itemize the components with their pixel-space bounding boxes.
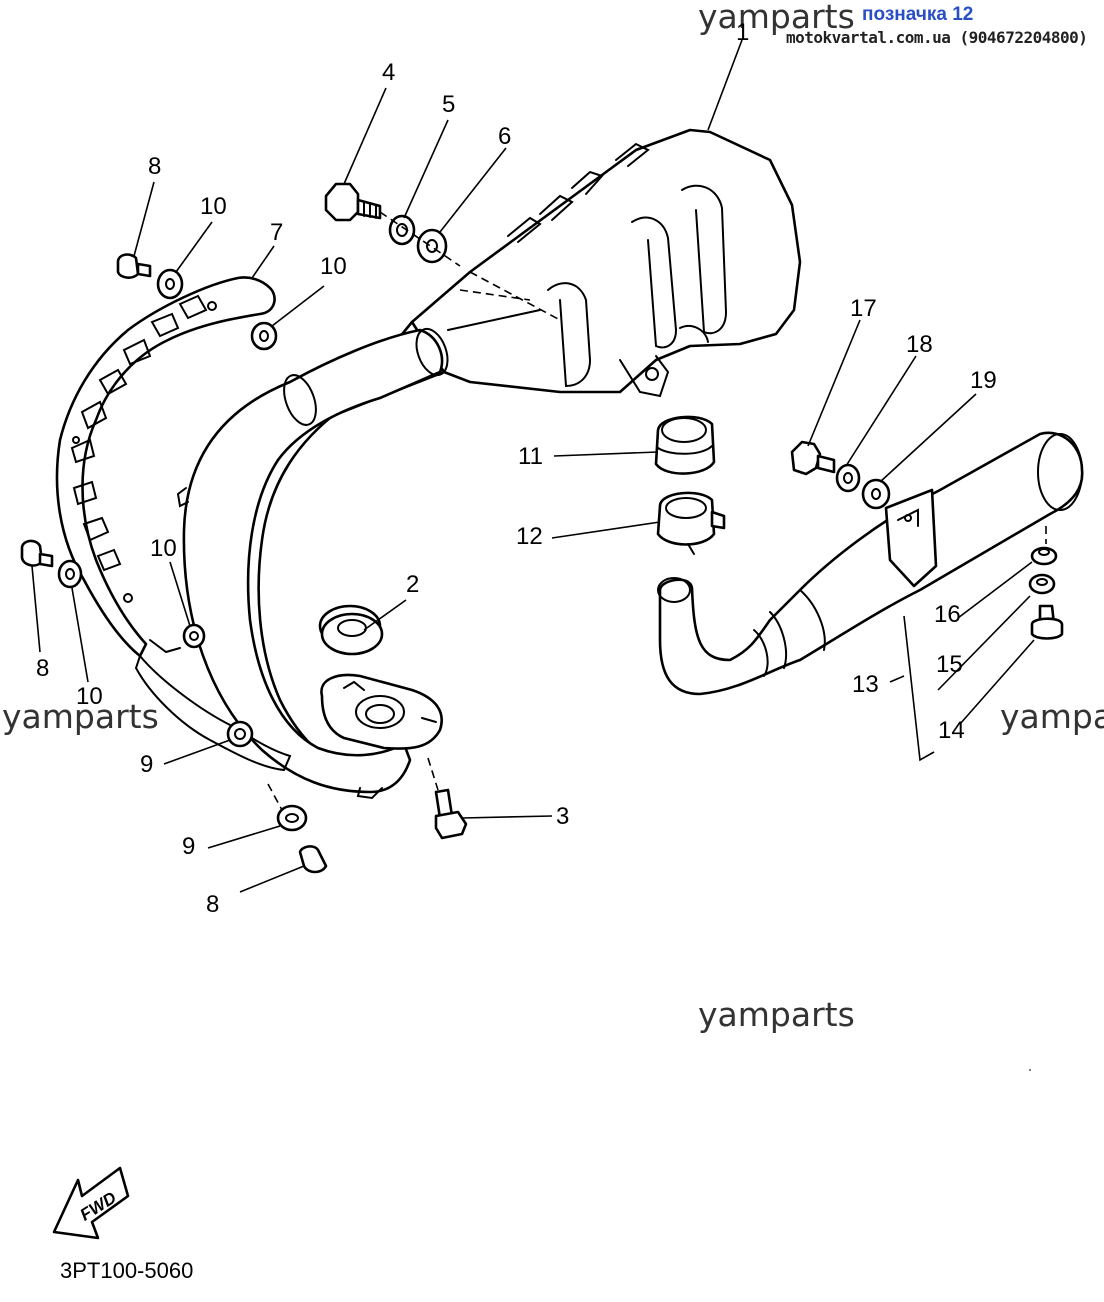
collar-10-left	[57, 559, 83, 589]
callout-19: 19	[970, 367, 997, 394]
callout-numbers: 1 2 3 4 5 6 7 8 8 8 9 9 10 10 10 10 11 1…	[36, 19, 997, 918]
watermark-right: yamparts	[1000, 697, 1104, 736]
rubber-damper	[654, 415, 716, 475]
callout-1: 1	[736, 19, 749, 46]
watermark-bottom: yamparts	[698, 995, 855, 1034]
callout-12: 12	[516, 523, 543, 550]
damper-15	[1028, 573, 1056, 595]
heat-protector	[55, 276, 292, 772]
callout-14: 14	[938, 717, 965, 744]
callout-10-top: 10	[200, 193, 227, 220]
callout-18: 18	[906, 331, 933, 358]
screw-8-lower	[298, 845, 328, 874]
gasket	[318, 604, 384, 656]
speck	[1029, 1069, 1031, 1071]
callout-11: 11	[518, 443, 543, 470]
bolt-17	[790, 440, 836, 476]
callout-3: 3	[556, 803, 569, 830]
silencer	[657, 431, 1084, 696]
callout-7: 7	[270, 219, 283, 246]
callout-6: 6	[498, 123, 511, 150]
damper-9-upper	[226, 720, 254, 748]
bolt-axis	[379, 211, 461, 267]
bolt-4	[324, 182, 382, 222]
exhaust-pipe	[176, 320, 449, 800]
leader-lines	[31, 39, 1035, 893]
bolt-14	[1030, 604, 1064, 640]
callout-17: 17	[850, 295, 877, 322]
spring-washer-5	[388, 214, 416, 246]
damper-9-lower	[276, 804, 308, 832]
forward-arrow-icon: FWD	[52, 1166, 130, 1240]
exhaust-flange	[320, 673, 443, 750]
callout-16: 16	[934, 601, 961, 628]
collar-10-top	[156, 268, 184, 300]
callout-8-top: 8	[148, 153, 161, 180]
callout-8-left: 8	[36, 655, 49, 682]
pipe-clamp	[656, 491, 726, 555]
bolt-3	[427, 757, 468, 840]
collar-10-mid	[250, 321, 278, 351]
diagram-code: 3PT100-5060	[60, 1258, 194, 1283]
collar-16	[1030, 546, 1058, 566]
callout-9-lower: 9	[182, 833, 195, 860]
callout-10-mid: 10	[320, 253, 347, 280]
callout-15: 15	[936, 651, 963, 678]
callout-10-lower: 10	[150, 535, 177, 562]
callout-8-lower: 8	[206, 891, 219, 918]
callout-9-upper: 9	[140, 751, 153, 778]
muffler-main	[410, 128, 802, 398]
callout-4: 4	[382, 59, 395, 86]
callout-10-left: 10	[76, 683, 103, 710]
shop-contact: motokvartal.com.ua (904672204800)	[786, 28, 1088, 47]
mount-axis	[267, 783, 283, 811]
badge-label: позначка 12	[862, 4, 974, 25]
plate-washer-6	[416, 228, 448, 264]
plate-washer-19	[861, 478, 891, 510]
screw-8-left	[20, 539, 54, 568]
callout-5: 5	[442, 91, 455, 118]
screw-8-top	[116, 253, 152, 279]
collar-10-lower	[182, 623, 206, 649]
watermark-left: yamparts	[2, 697, 159, 736]
callout-13: 13	[852, 671, 879, 698]
watermark-top: yamparts	[698, 0, 855, 36]
callout-2: 2	[406, 571, 419, 598]
spring-washer-18	[835, 463, 861, 493]
